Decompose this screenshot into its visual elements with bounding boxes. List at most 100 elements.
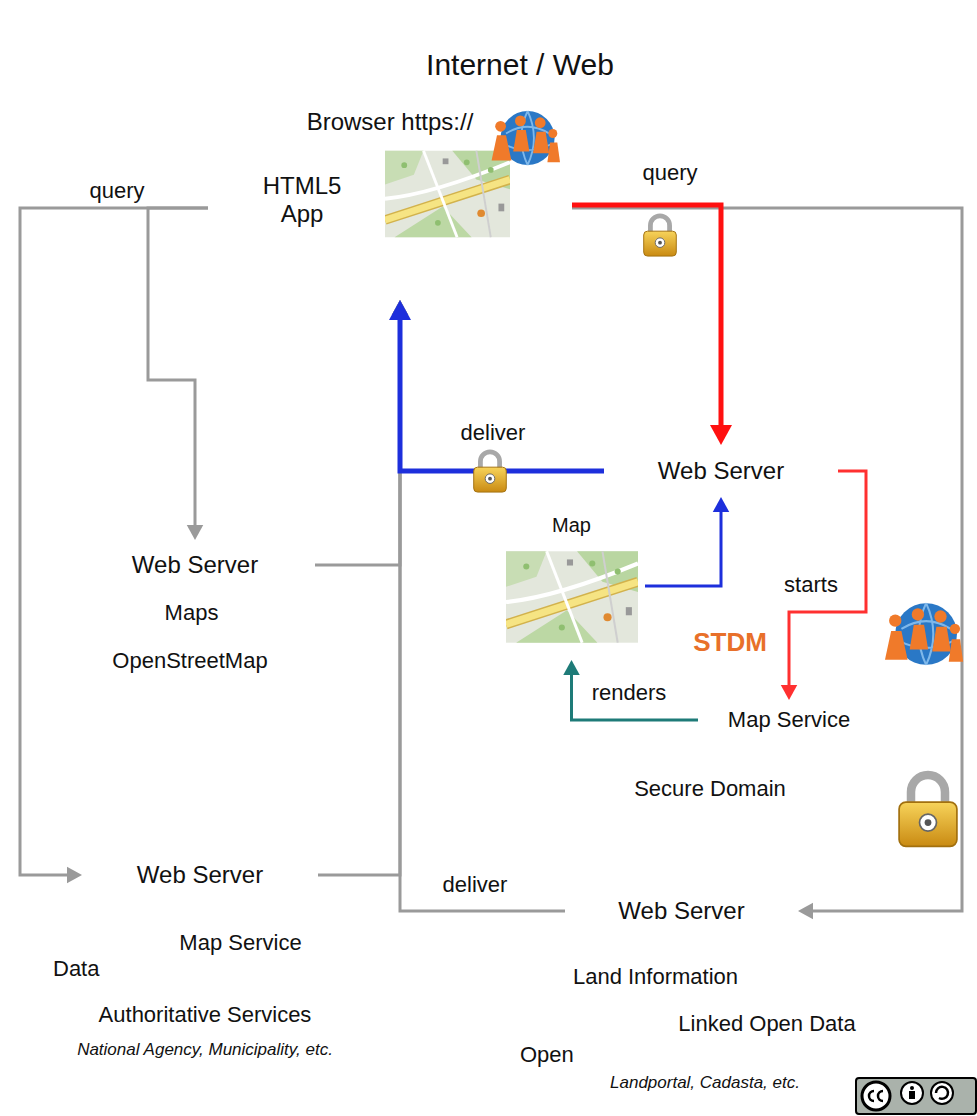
edge-label: query [640, 160, 699, 185]
license-badge [856, 1078, 976, 1114]
box-fill [499, 513, 644, 659]
text-slot: Browser https:// [228, 108, 552, 136]
box-fill [699, 701, 879, 739]
label-text: Web Server [137, 861, 263, 889]
map-thumbnail [506, 551, 638, 642]
web-server-box: Web Server [604, 445, 838, 497]
cloud-region: Internet / WebBrowser https://HTML5 App [20, 0, 977, 305]
ellipse-fill [482, 907, 930, 1103]
text-slot: Landportal, Cadasta, etc. [560, 1073, 850, 1093]
edge-label: deliver [459, 420, 528, 445]
connector [563, 660, 698, 720]
label-text: National Agency, Municipality, etc. [75, 1040, 335, 1060]
edge-label-slot: query [630, 160, 710, 185]
ellipse-fill [40, 882, 370, 1100]
node-outline [20, 0, 977, 305]
connector-line [400, 318, 604, 471]
text-slot: STDM [675, 628, 785, 658]
service-group: OpenLandportal, Cadasta, etc.Web ServerL… [480, 905, 932, 1105]
label-text: OpenStreetMap [40, 648, 340, 673]
edge-label: query [87, 178, 146, 203]
label-text: STDM [675, 628, 785, 658]
arrow-head [710, 425, 732, 445]
service-box: Land Information [518, 958, 793, 996]
text-slot: Map [498, 514, 645, 537]
box-fill [149, 921, 332, 964]
service-box: Map Service [148, 920, 333, 965]
service-group: OpenStreetMapWeb ServerMaps [40, 600, 340, 722]
box-fill [209, 103, 571, 299]
edge-label: deliver [441, 872, 510, 897]
connector [645, 497, 729, 586]
label-text: Web Server [618, 897, 744, 925]
text-slot: Secure Domain [590, 776, 830, 801]
arrow-head [798, 903, 813, 920]
box-fill [605, 446, 837, 496]
label-text: Maps [165, 600, 219, 625]
service-box: Linked Open Data [638, 1005, 896, 1043]
edge-label-slot: query [82, 178, 152, 203]
browser-box: Browser https:// HTML5 App [208, 102, 572, 300]
edge-label-slot: deliver [448, 420, 538, 445]
label-text: Map Service [728, 707, 850, 732]
connector-line [572, 673, 699, 720]
map-box: Map [498, 512, 645, 660]
edge-label: starts [782, 572, 840, 597]
arrow-head [67, 867, 82, 884]
lock-icon [644, 216, 677, 256]
text-slot: OpenStreetMap [40, 648, 340, 673]
lock-icon [474, 452, 507, 492]
map-thumbnail [385, 151, 510, 238]
text-slot: National Agency, Municipality, etc. [75, 1040, 335, 1060]
label-text: HTML5 App [242, 172, 362, 227]
secure-domain: STDM Secure Domain Web ServerMapMap Servic… [485, 448, 975, 840]
node-outline [38, 880, 372, 1102]
arrow-head [187, 525, 204, 540]
label-text: Map Service [179, 930, 301, 955]
service-box: Maps [75, 595, 308, 631]
label-text: Open [520, 1042, 610, 1067]
label-text: Secure Domain [590, 776, 830, 801]
arrow-head [713, 497, 730, 512]
connector [315, 300, 408, 565]
edge-label: renders [590, 680, 669, 705]
text-slot: Open [520, 1042, 610, 1067]
connector [389, 300, 604, 471]
ellipse-fill [487, 450, 973, 838]
label-text: Authoritative Services [38, 1002, 372, 1027]
data-box: Data [45, 948, 165, 990]
label-text: Data [53, 956, 133, 981]
text-slot: Data [53, 956, 133, 981]
label-text: Land Information [573, 964, 738, 989]
label-text: Landportal, Cadasta, etc. [560, 1073, 850, 1093]
label-text: Browser https:// [228, 108, 552, 136]
edge-label-slot: deliver [430, 872, 520, 897]
web-server-box: Web Server [75, 540, 315, 590]
service-box: Map Service [698, 700, 880, 740]
web-server-box: Web Server [565, 887, 798, 935]
box-fill [639, 1006, 895, 1042]
edge-label-slot: renders [584, 680, 674, 705]
box-fill [83, 851, 317, 899]
web-server-box: Web Server [82, 850, 318, 900]
connector-line [572, 205, 721, 427]
connector [781, 471, 866, 700]
box-fill [76, 596, 307, 630]
text-slot: HTML5 App [242, 172, 362, 227]
connector [20, 208, 208, 883]
box-fill [519, 959, 792, 995]
arrow-head [389, 300, 411, 320]
node-outline [232, 130, 540, 278]
lock-icon [899, 775, 957, 846]
arrow-head [563, 660, 580, 675]
text-slot: Authoritative Services [38, 1002, 372, 1027]
label-text: Map [498, 514, 645, 537]
connector-line [148, 208, 208, 527]
connector-line [645, 510, 721, 586]
arrow-head [781, 685, 798, 700]
box-fill [233, 131, 539, 277]
label-text: Linked Open Data [678, 1011, 855, 1036]
app-box: HTML5 App [232, 130, 540, 278]
service-group: Authoritative ServicesNational Agency, M… [38, 880, 372, 1102]
cloud-fill [15, 0, 977, 316]
